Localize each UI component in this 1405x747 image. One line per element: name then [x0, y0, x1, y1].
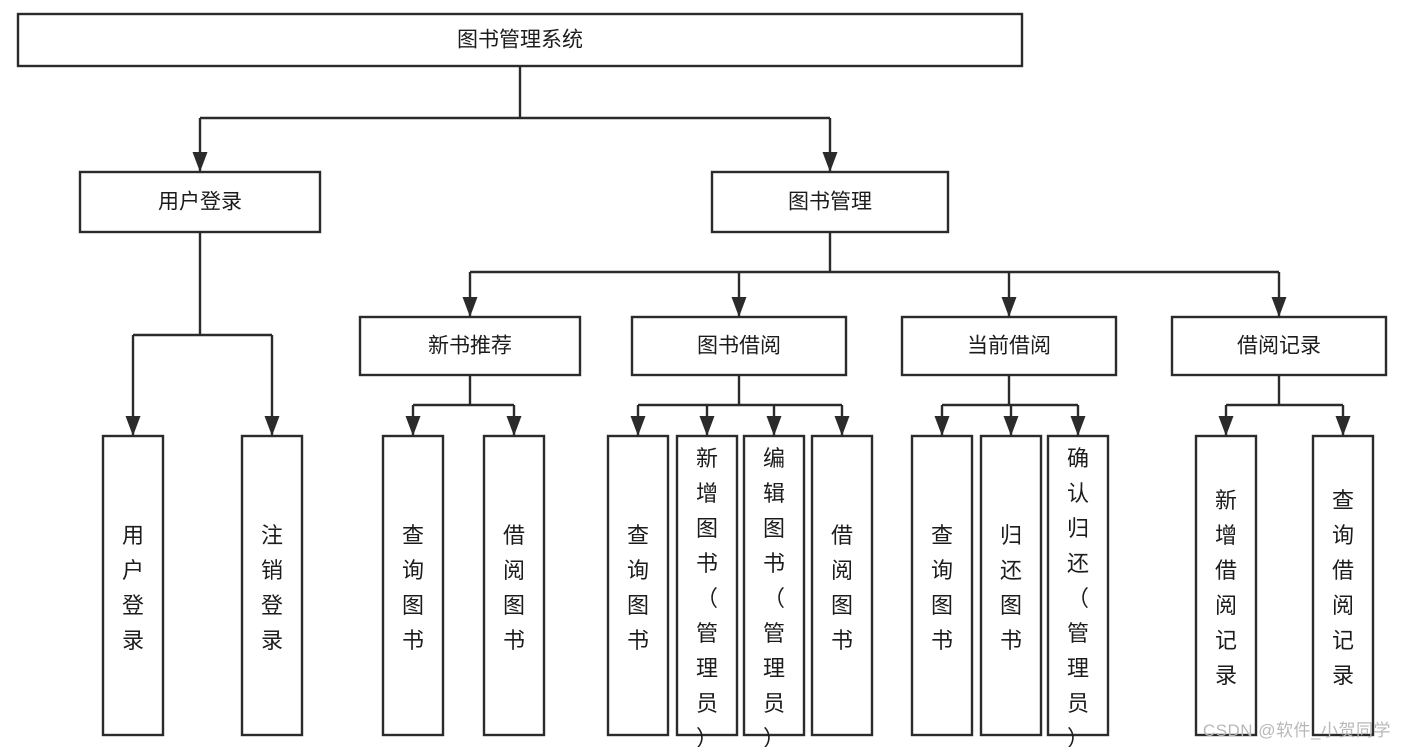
node-label-new-book-recommend: 新书推荐 [428, 335, 512, 358]
node-borrow-record[interactable]: 借阅记录 [1170, 315, 1388, 377]
node-box-leaf-record-add[interactable] [1194, 434, 1258, 737]
arrow-head-icon [462, 297, 478, 317]
edge-group-userlogin_to_leaves [125, 232, 280, 436]
node-leaf-recommend-query[interactable]: 查询图书 [381, 434, 445, 737]
node-label-leaf-borrow-lend: 借阅图书 [831, 523, 853, 653]
node-box-leaf-record-query[interactable] [1311, 434, 1375, 737]
node-leaf-current-query[interactable]: 查询图书 [910, 434, 974, 737]
arrow-head-icon [1271, 297, 1287, 317]
node-leaf-record-add[interactable]: 新增借阅记录 [1194, 434, 1258, 737]
connector-layer [125, 66, 1351, 436]
node-user-login[interactable]: 用户登录 [78, 170, 322, 234]
node-box-leaf-user-login[interactable] [101, 434, 165, 737]
node-box-book-manage[interactable] [710, 170, 950, 234]
node-label-leaf-user-login: 用户登录 [122, 523, 144, 653]
arrow-head-icon [1001, 297, 1017, 317]
node-box-leaf-current-confirm[interactable] [1046, 434, 1110, 737]
arrow-head-icon [405, 416, 421, 436]
node-box-root[interactable] [16, 12, 1024, 68]
arrow-head-icon [766, 416, 782, 436]
node-box-leaf-current-return[interactable] [979, 434, 1043, 737]
node-leaf-current-confirm[interactable]: 确认归还（管理员） [1046, 434, 1110, 747]
node-leaf-recommend-borrow[interactable]: 借阅图书 [482, 434, 546, 737]
node-label-leaf-recommend-borrow: 借阅图书 [503, 523, 525, 653]
node-box-leaf-borrow-edit[interactable] [742, 434, 806, 737]
node-label-leaf-record-query: 查询借阅记录 [1332, 488, 1354, 688]
edge-group-root_to_level1 [192, 66, 838, 172]
node-label-user-login: 用户登录 [158, 191, 242, 214]
node-label-leaf-current-query: 查询图书 [931, 523, 953, 653]
node-leaf-user-logout[interactable]: 注销登录 [240, 434, 304, 737]
node-label-leaf-user-logout: 注销登录 [261, 523, 283, 653]
node-current-borrow[interactable]: 当前借阅 [900, 315, 1118, 377]
node-label-leaf-borrow-query: 查询图书 [627, 523, 649, 653]
node-book-manage[interactable]: 图书管理 [710, 170, 950, 234]
edge-group-borrow_to_leaves [630, 375, 850, 436]
edge-group-recommend_to_leaves [405, 375, 522, 436]
node-leaf-current-return[interactable]: 归还图书 [979, 434, 1043, 737]
arrow-head-icon [1218, 416, 1234, 436]
node-leaf-user-login[interactable]: 用户登录 [101, 434, 165, 737]
node-label-current-borrow: 当前借阅 [967, 335, 1051, 358]
node-book-borrow[interactable]: 图书借阅 [630, 315, 848, 377]
edge-group-record_to_leaves [1218, 375, 1351, 436]
arrow-head-icon [1003, 416, 1019, 436]
arrow-head-icon [731, 297, 747, 317]
node-root[interactable]: 图书管理系统 [16, 12, 1024, 68]
node-leaf-record-query[interactable]: 查询借阅记录 [1311, 434, 1375, 737]
node-box-user-login[interactable] [78, 170, 322, 234]
arrow-head-icon [834, 416, 850, 436]
node-box-new-book-recommend[interactable] [358, 315, 582, 377]
node-box-leaf-recommend-borrow[interactable] [482, 434, 546, 737]
node-leaf-borrow-lend[interactable]: 借阅图书 [810, 434, 874, 737]
edge-group-bookmanage_to_level2 [462, 232, 1287, 317]
node-label-leaf-borrow-add: 新增图书（管理员） [696, 446, 718, 747]
node-box-leaf-recommend-query[interactable] [381, 434, 445, 737]
node-label-leaf-record-add: 新增借阅记录 [1215, 488, 1237, 688]
node-leaf-borrow-edit[interactable]: 编辑图书（管理员） [742, 434, 806, 747]
node-box-book-borrow[interactable] [630, 315, 848, 377]
arrow-head-icon [1070, 416, 1086, 436]
arrow-head-icon [822, 152, 838, 172]
node-leaf-borrow-query[interactable]: 查询图书 [606, 434, 670, 737]
node-label-root: 图书管理系统 [457, 29, 583, 52]
arrow-head-icon [1335, 416, 1351, 436]
arrow-head-icon [125, 416, 141, 436]
node-layer: 图书管理系统用户登录图书管理新书推荐图书借阅当前借阅借阅记录用户登录注销登录查询… [16, 12, 1388, 747]
node-box-leaf-user-logout[interactable] [240, 434, 304, 737]
node-label-leaf-borrow-edit: 编辑图书（管理员） [763, 446, 785, 747]
node-box-leaf-borrow-add[interactable] [675, 434, 739, 737]
arrow-head-icon [630, 416, 646, 436]
node-leaf-borrow-add[interactable]: 新增图书（管理员） [675, 434, 739, 747]
node-label-book-manage: 图书管理 [788, 191, 872, 214]
node-box-leaf-borrow-query[interactable] [606, 434, 670, 737]
node-label-leaf-current-return: 归还图书 [1000, 523, 1022, 653]
watermark-label: CSDN @软件_小贺同学 [1202, 721, 1391, 740]
node-label-leaf-current-confirm: 确认归还（管理员） [1067, 446, 1089, 747]
arrow-head-icon [699, 416, 715, 436]
edge-group-current_to_leaves [934, 375, 1086, 436]
arrow-head-icon [192, 152, 208, 172]
node-box-borrow-record[interactable] [1170, 315, 1388, 377]
arrow-head-icon [506, 416, 522, 436]
node-label-leaf-recommend-query: 查询图书 [402, 523, 424, 653]
arrow-head-icon [264, 416, 280, 436]
node-box-leaf-current-query[interactable] [910, 434, 974, 737]
node-label-borrow-record: 借阅记录 [1237, 335, 1321, 358]
node-new-book-recommend[interactable]: 新书推荐 [358, 315, 582, 377]
node-box-leaf-borrow-lend[interactable] [810, 434, 874, 737]
arrow-head-icon [934, 416, 950, 436]
node-box-current-borrow[interactable] [900, 315, 1118, 377]
node-label-book-borrow: 图书借阅 [697, 335, 781, 358]
